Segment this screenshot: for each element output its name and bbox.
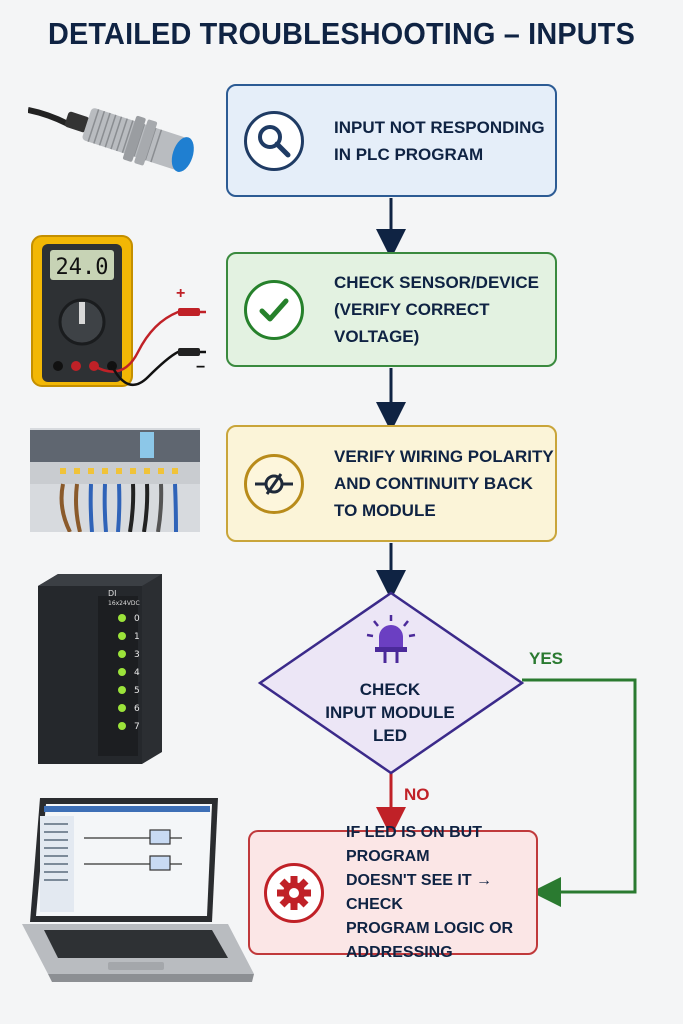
step-check-sensor: CHECK SENSOR/DEVICE (VERIFY CORRECT VOLT… — [226, 252, 557, 367]
gear-icon — [264, 862, 324, 923]
module-label-spec: 16x24VDC — [108, 600, 140, 607]
led-icon — [366, 615, 416, 663]
proximity-sensor-image — [28, 107, 194, 172]
module-channel: 3 — [134, 650, 140, 660]
step-check-program-logic: IF LED IS ON BUT PROGRAM DOESN'T SEE IT … — [248, 824, 538, 961]
continuity-icon — [244, 453, 304, 514]
module-channel: 1 — [134, 632, 140, 642]
module-label-di: DI — [108, 589, 117, 598]
step-input-not-responding: INPUT NOT RESPONDING IN PLC PROGRAM — [226, 84, 557, 197]
multimeter-image: 24.0 + − — [31, 235, 206, 387]
module-channel: 4 — [134, 668, 140, 678]
arrow-yes — [522, 678, 637, 907]
step-text: VERIFY WIRING POLARITY AND CONTINUITY BA… — [334, 447, 554, 520]
branch-no-label: NO — [404, 785, 430, 804]
step-text: CHECK SENSOR/DEVICE (VERIFY CORRECT VOLT… — [334, 273, 539, 346]
branch-yes-label: YES — [529, 649, 564, 668]
probe-minus-label: − — [196, 359, 205, 376]
decision-diamond — [257, 591, 525, 775]
module-channel: 7 — [134, 722, 140, 732]
step-text: IF LED IS ON BUT PROGRAM DOESN'T SEE IT … — [346, 823, 514, 961]
multimeter-reading: 24.0 — [56, 255, 109, 280]
module-channel: 6 — [134, 704, 140, 714]
laptop-image — [22, 798, 254, 982]
input-module-image: DI 16x24VDC 0 1 3 4 5 6 7 — [38, 574, 162, 764]
page-title: DETAILED TROUBLESHOOTING – INPUTS — [47, 16, 636, 51]
terminal-wiring-image — [30, 428, 200, 532]
step-text: INPUT NOT RESPONDING IN PLC PROGRAM — [334, 117, 545, 164]
checkmark-icon — [244, 279, 304, 340]
module-channel: 5 — [134, 686, 140, 696]
decision-text: CHECK INPUT MODULE LED — [325, 680, 455, 745]
step-verify-wiring: VERIFY WIRING POLARITY AND CONTINUITY BA… — [226, 425, 557, 542]
module-channel: 0 — [134, 614, 140, 624]
magnifier-icon — [244, 110, 304, 171]
probe-plus-label: + — [176, 285, 185, 302]
